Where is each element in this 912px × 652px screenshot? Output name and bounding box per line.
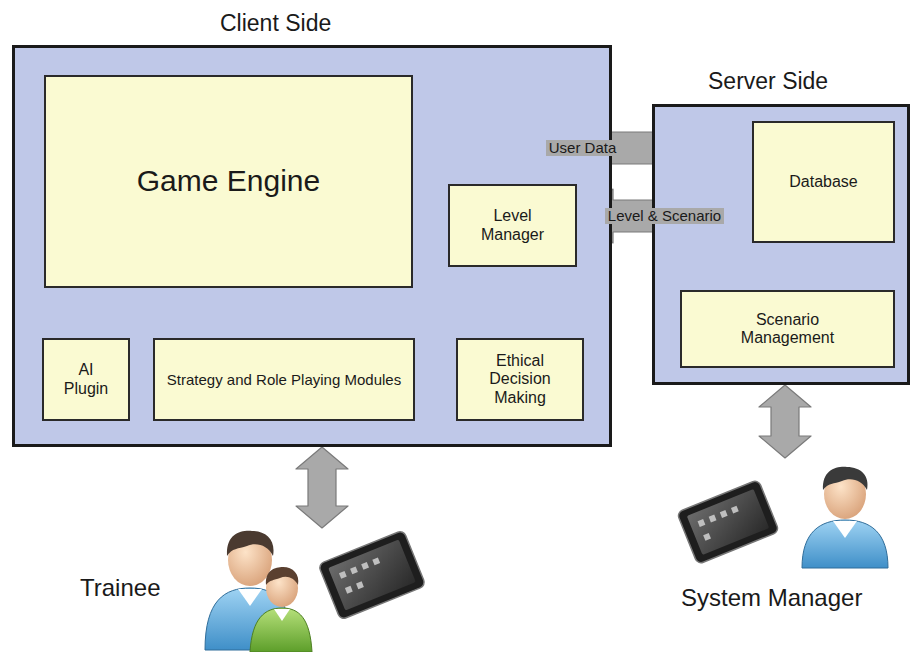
box-label: Scenario Management bbox=[733, 311, 843, 348]
arrow-label: Level & Scenario bbox=[605, 208, 724, 225]
scenario-box: Scenario Management bbox=[680, 290, 895, 368]
trainee-tablet-icon bbox=[318, 530, 426, 620]
block-arrow bbox=[759, 385, 811, 458]
box-label: Level Manager bbox=[468, 207, 558, 244]
box-label: Database bbox=[789, 173, 858, 191]
panel-heading: Server Side bbox=[708, 68, 828, 95]
arrow-label: User Data bbox=[546, 140, 620, 157]
manager-tablet-icon bbox=[677, 480, 780, 565]
manager-person-icon bbox=[802, 467, 888, 568]
manager-box: Level Manager bbox=[448, 184, 577, 267]
box-label: Game Engine bbox=[137, 164, 320, 199]
engine-box: Game Engine bbox=[44, 75, 413, 288]
box-label: AI Plugin bbox=[56, 361, 116, 398]
trainee-person-icon bbox=[250, 567, 312, 652]
client-panel: Client SideGame EngineLevel ManagerAI Pl… bbox=[12, 45, 612, 447]
manager-actor: System Manager bbox=[670, 458, 905, 623]
server-panel: Server SideDatabaseScenario Management bbox=[652, 104, 910, 385]
panel-heading: Client Side bbox=[220, 10, 331, 37]
box-label: Ethical Decision Making bbox=[473, 352, 568, 407]
block-arrow bbox=[296, 447, 348, 528]
module-box: Strategy and Role Playing Modules bbox=[153, 338, 415, 421]
actor-label: Trainee bbox=[80, 574, 160, 602]
box-label: Strategy and Role Playing Modules bbox=[167, 371, 401, 388]
actor-label: System Manager bbox=[681, 584, 862, 612]
trainee-actor: Trainee bbox=[70, 528, 430, 648]
database-box: Database bbox=[752, 121, 895, 243]
ethics-box: Ethical Decision Making bbox=[456, 338, 584, 421]
plugin-box: AI Plugin bbox=[42, 338, 130, 421]
